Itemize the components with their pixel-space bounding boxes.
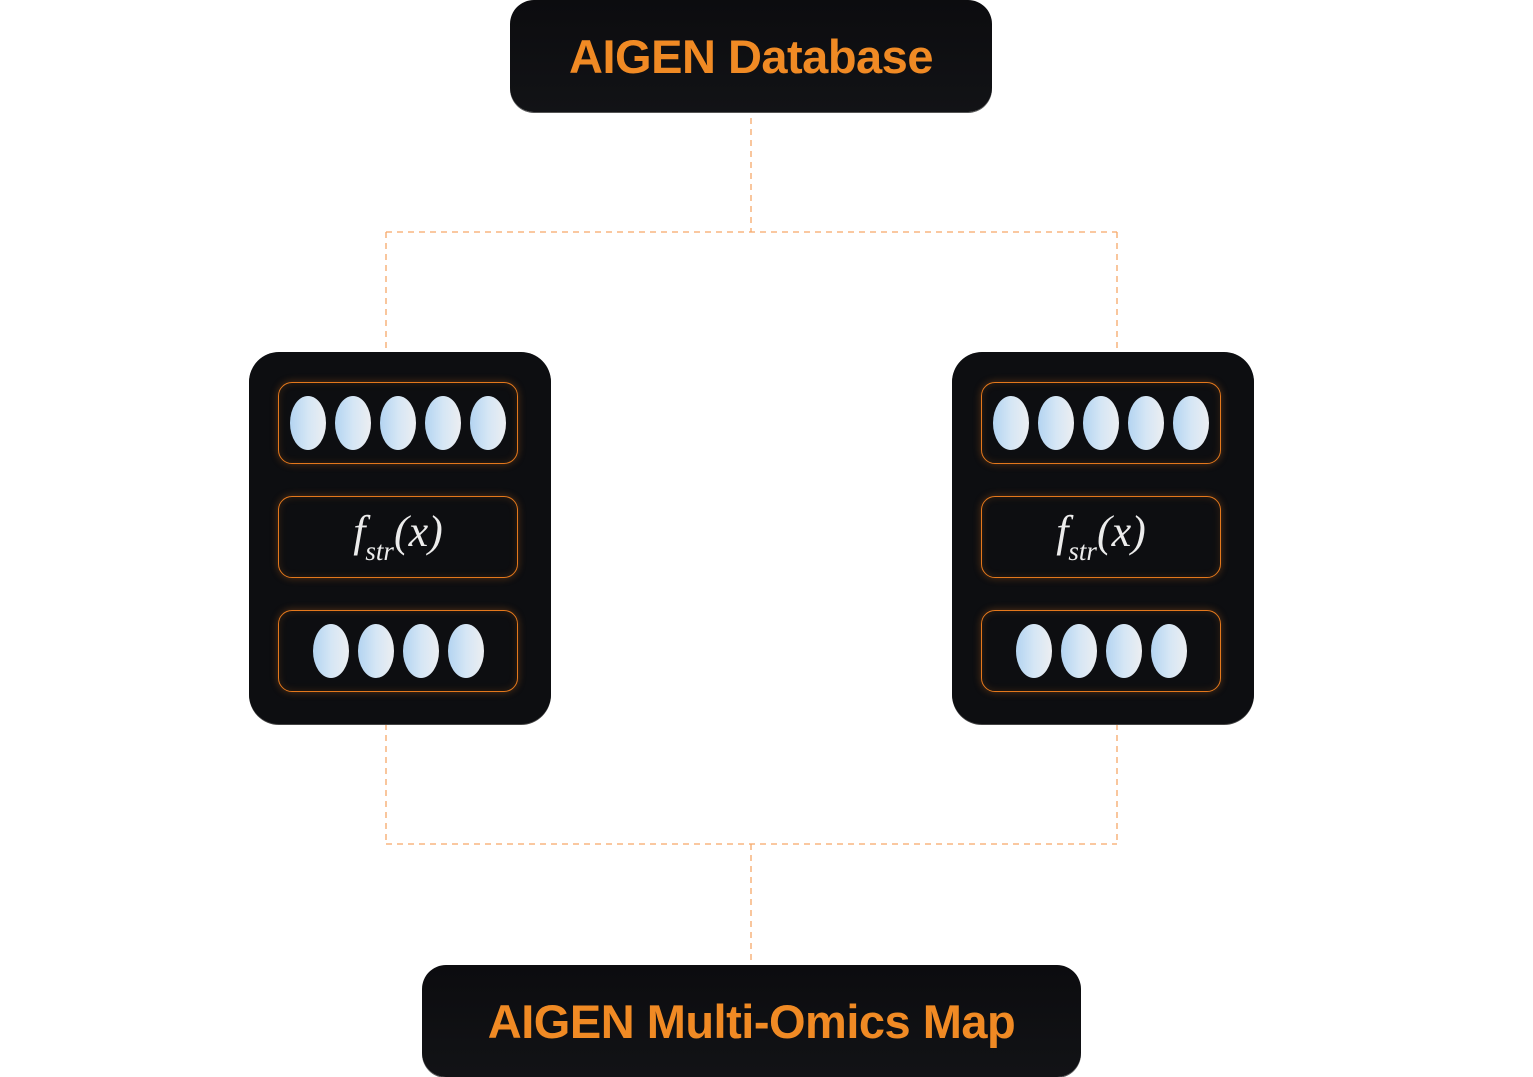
neuron-node <box>1060 624 1097 678</box>
source-node-label: AIGEN Database <box>569 29 933 83</box>
neuron-node <box>1083 396 1119 450</box>
neuron-node <box>425 396 461 450</box>
neuron-node <box>1150 624 1187 678</box>
neuron-node <box>470 396 506 450</box>
function-argument: (x) <box>393 506 443 556</box>
processing-module-left: fstr(x) <box>249 352 551 724</box>
neuron-node <box>312 624 349 678</box>
neuron-node <box>1128 396 1164 450</box>
neuron-node <box>1173 396 1209 450</box>
function-base: f <box>1056 506 1069 556</box>
function-subscript: str <box>1068 535 1097 566</box>
source-node-aigen-database: AIGEN Database <box>510 0 992 112</box>
neuron-node <box>1015 624 1052 678</box>
neuron-node <box>993 396 1029 450</box>
neuron-node <box>1038 396 1074 450</box>
neuron-node <box>290 396 326 450</box>
processing-module-right: fstr(x) <box>952 352 1254 724</box>
neuron-node <box>447 624 484 678</box>
neuron-node <box>335 396 371 450</box>
input-layer <box>981 382 1221 464</box>
output-layer <box>981 610 1221 692</box>
input-layer <box>278 382 518 464</box>
output-layer <box>278 610 518 692</box>
function-layer: fstr(x) <box>278 496 518 578</box>
function-formula: fstr(x) <box>353 506 443 566</box>
neuron-node <box>380 396 416 450</box>
neuron-node <box>402 624 439 678</box>
function-argument: (x) <box>1096 506 1146 556</box>
function-subscript: str <box>365 535 394 566</box>
target-node-label: AIGEN Multi-Omics Map <box>487 994 1016 1048</box>
neuron-node <box>357 624 394 678</box>
function-layer: fstr(x) <box>981 496 1221 578</box>
neuron-node <box>1105 624 1142 678</box>
function-base: f <box>353 506 366 556</box>
target-node-multi-omics-map: AIGEN Multi-Omics Map <box>422 965 1081 1077</box>
function-formula: fstr(x) <box>1056 506 1146 566</box>
